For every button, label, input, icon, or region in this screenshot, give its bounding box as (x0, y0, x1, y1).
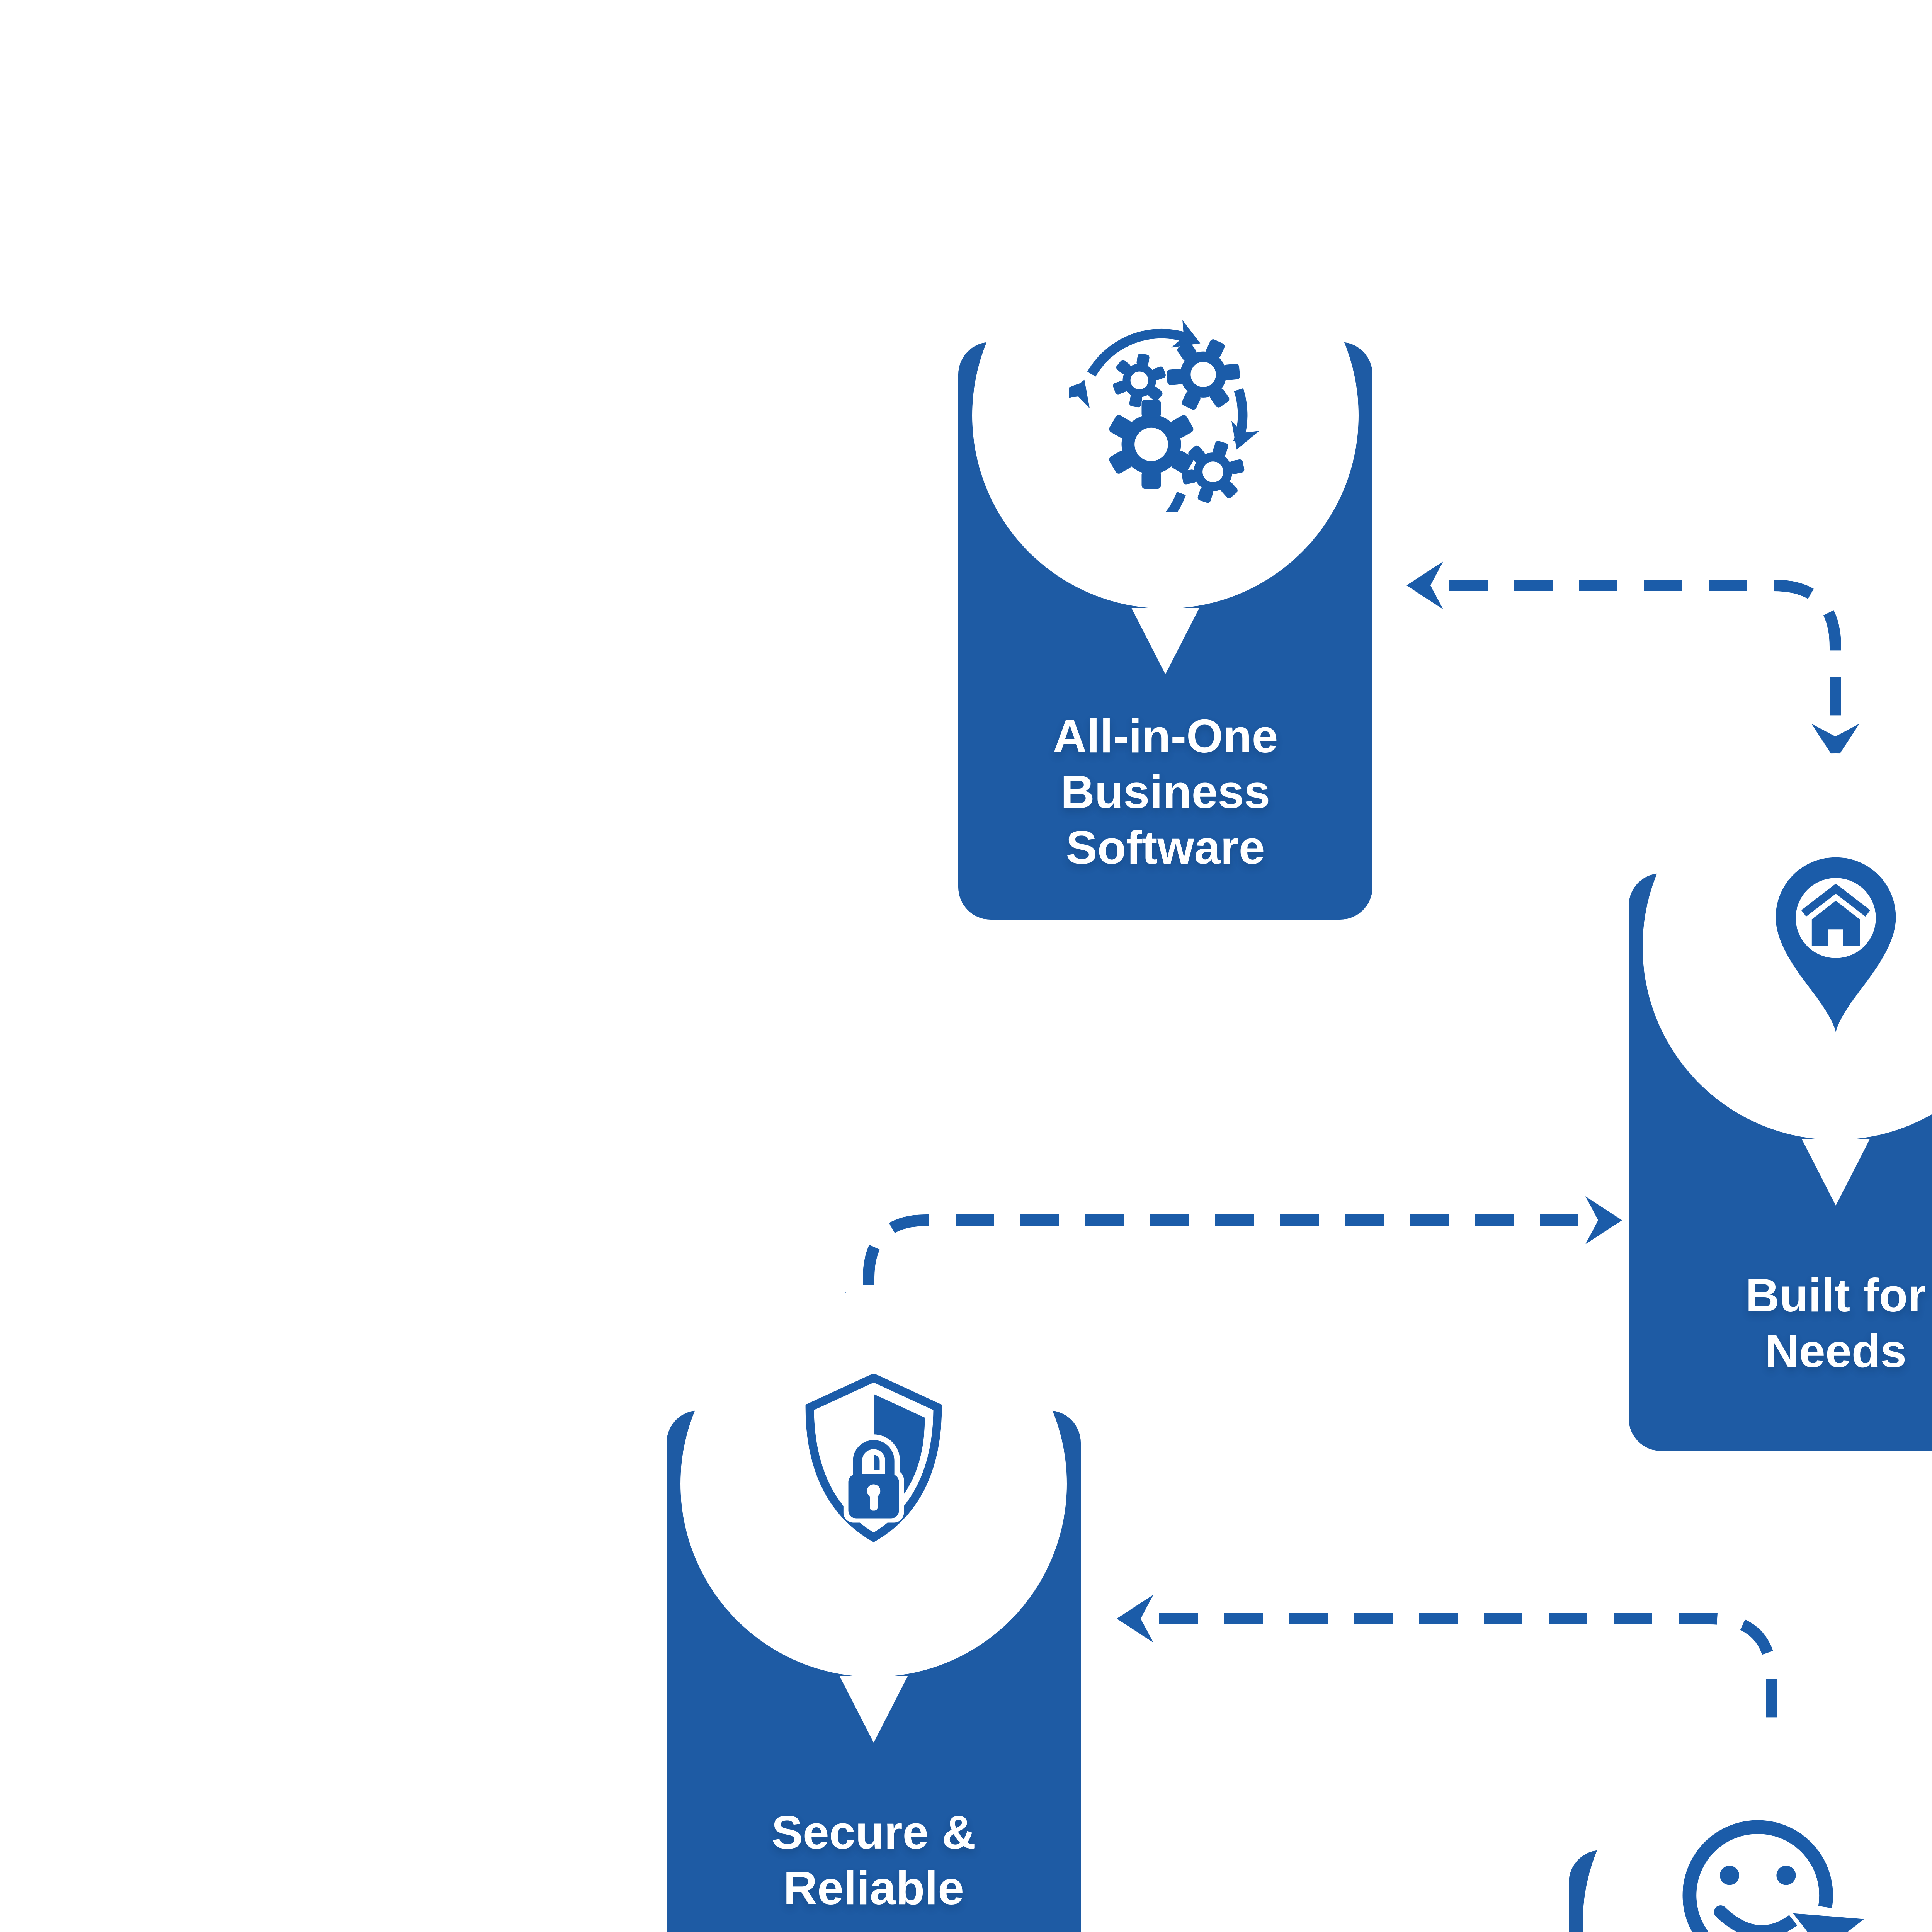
card-label-line: Software (1066, 821, 1265, 874)
connector-3-arrowhead-left-icon (1117, 1595, 1153, 1643)
gears-cycle-icon (1069, 320, 1260, 512)
card-label: Built for Needs (1629, 1221, 1932, 1426)
connector-1 (1406, 561, 1859, 760)
card-label-line: Reliable (783, 1862, 964, 1914)
card-built-for-needs: Built for Needs (1629, 753, 1932, 1451)
card-label-line: Business (1060, 765, 1270, 818)
card-label-line: Secure & (771, 1806, 976, 1859)
gear-large (1109, 400, 1194, 489)
shield-lock-icon (805, 1374, 942, 1543)
card-label-line: All-in-One (1053, 710, 1278, 763)
connector-1-arrowhead-left-icon (1406, 561, 1443, 609)
card-bubble-tail (1131, 608, 1199, 674)
connector-2-line (863, 1214, 1578, 1287)
card-simple-to-use: Simple to Use (1569, 1730, 1932, 1932)
connector-1-line (1449, 580, 1841, 717)
smiley-cursor-icon (1682, 1820, 1865, 1932)
card-secure-reliable: Secure & Reliable (667, 1291, 1081, 1932)
card-label: All-in-One Business Software (958, 690, 1372, 895)
connector-2 (845, 1196, 1622, 1328)
mouse-cursor-icon (1789, 1909, 1865, 1932)
gear-bottom-right (1181, 440, 1245, 503)
card-bubble-tail (1802, 1139, 1870, 1206)
cycle-arrowheads (1069, 320, 1260, 450)
connector-1-arrowhead-down-icon (1811, 724, 1859, 760)
card-bubble (972, 222, 1359, 609)
gear-top-right (1167, 339, 1240, 410)
card-all-in-one-business-software: All-in-One Business Software (958, 222, 1372, 920)
card-bubble-tail (840, 1676, 908, 1743)
card-label-line: Needs (1765, 1325, 1907, 1377)
connector-2-arrowhead-right-icon (1585, 1196, 1622, 1244)
connector-3-line (1159, 1613, 1777, 1755)
card-label: Secure & Reliable (667, 1758, 1081, 1932)
card-label-line: Built for (1745, 1269, 1926, 1322)
gear-small (1113, 353, 1166, 408)
home-location-pin-icon (1776, 857, 1896, 1032)
